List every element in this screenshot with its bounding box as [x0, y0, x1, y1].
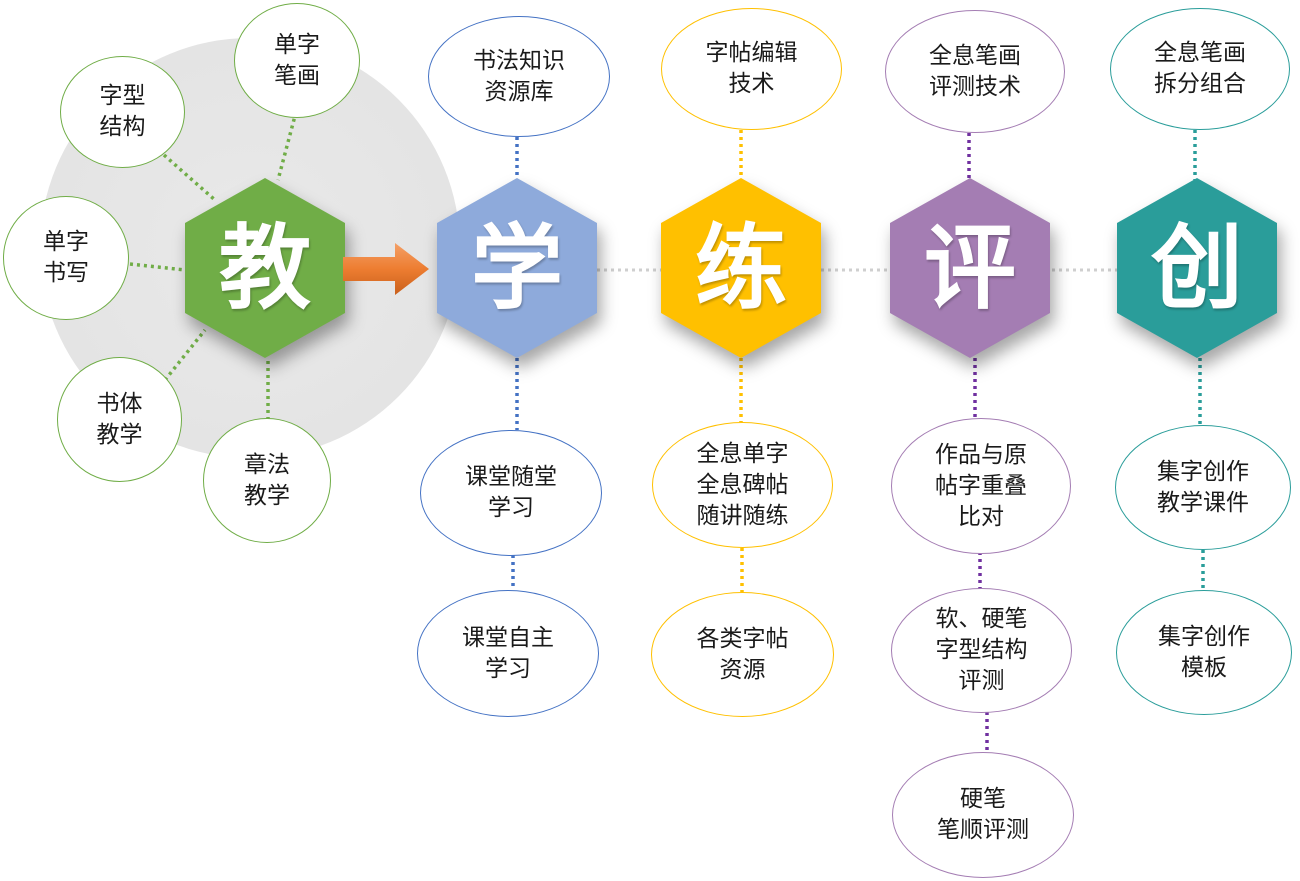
bubble-text: 书体 教学: [96, 390, 143, 448]
bubble-text: 硬笔 笔顺评测: [937, 786, 1029, 843]
hex-chuang: 创: [1117, 178, 1277, 358]
bubble-text: 作品与原 帖字重叠 比对: [935, 441, 1027, 530]
xue-links: [511, 137, 519, 590]
bubble-jizi-moban: 集字创作 模板: [1116, 590, 1292, 715]
bubble-text: 字型 结构: [99, 83, 146, 140]
bubble-text: 单字 书写: [43, 229, 89, 286]
hex-lian-label: 练: [694, 214, 787, 322]
bubble-zhangfa-jiaoxue: 章法 教学: [203, 418, 331, 543]
bubble-gelei-zitie: 各类字帖 资源: [651, 592, 834, 717]
bubble-bishun-pingce: 硬笔 笔顺评测: [892, 752, 1074, 878]
bubble-zixing-jiegou: 字型 结构: [60, 56, 185, 168]
bubble-zuopin-bidui: 作品与原 帖字重叠 比对: [891, 418, 1071, 554]
hex-ping: 评: [890, 178, 1050, 358]
bubble-text: 书法知识 资源库: [473, 47, 565, 105]
bubble-text: 字帖编辑 技术: [705, 40, 798, 97]
arrow-right-icon: [343, 243, 429, 295]
bubble-text: 全息单字 全息碑帖 随讲随练: [696, 440, 789, 529]
bubble-quanxi-chaifen: 全息笔画 拆分组合: [1110, 8, 1290, 130]
hex-ping-label: 评: [923, 214, 1016, 322]
bubble-jizi-kejian: 集字创作 教学课件: [1115, 425, 1291, 550]
bubble-shufa-zhishi: 书法知识 资源库: [428, 16, 610, 137]
hex-ping-shape: 评: [890, 178, 1050, 358]
chuang-links: [1193, 130, 1205, 590]
hex-xue-label: 学: [470, 214, 563, 322]
hex-jiao: 教: [185, 178, 345, 358]
bubble-text: 软、硬笔 字型结构 评测: [935, 606, 1028, 694]
teach-spokes: [129, 111, 298, 420]
hex-jiao-label: 教: [218, 214, 311, 322]
bubble-text: 全息笔画 拆分组合: [1154, 40, 1246, 97]
bubble-text: 课堂随堂 学习: [465, 464, 557, 521]
bubble-ruanying-pingce: 软、硬笔 字型结构 评测: [891, 588, 1072, 713]
bubble-ketang-zizhu: 课堂自主 学习: [417, 590, 599, 717]
bubble-text: 单字 笔画: [274, 31, 320, 89]
lian-links: [739, 130, 744, 592]
bubble-quanxi-danzi: 全息单字 全息碑帖 随讲随练: [652, 422, 833, 548]
hex-lian-shape: 练: [661, 178, 821, 358]
bubble-text: 集字创作 模板: [1158, 623, 1250, 681]
bubble-shuti-jiaoxue: 书体 教学: [57, 357, 182, 482]
hex-xue: 学: [437, 178, 597, 358]
bubble-danzi-shuxie: 单字 书写: [3, 196, 129, 320]
hex-jiao-shape: 教: [185, 178, 345, 358]
hex-chuang-label: 创: [1150, 214, 1243, 322]
bubble-danzi-bihua: 单字 笔画: [234, 3, 360, 118]
hex-chuang-shape: 创: [1117, 178, 1277, 358]
bubble-quanxi-pingce: 全息笔画 评测技术: [885, 10, 1065, 133]
bubble-text: 课堂自主 学习: [462, 624, 554, 682]
hex-xue-shape: 学: [437, 178, 597, 358]
bubble-text: 全息笔画 评测技术: [929, 42, 1021, 100]
bubble-text: 各类字帖 资源: [696, 625, 789, 683]
bubble-ketang-suitang: 课堂随堂 学习: [420, 430, 602, 556]
bubble-zitie-bianji: 字帖编辑 技术: [661, 8, 842, 130]
bubble-text: 集字创作 教学课件: [1157, 458, 1249, 516]
hex-lian: 练: [661, 178, 821, 358]
bubble-text: 章法 教学: [244, 451, 290, 509]
ping-links: [967, 133, 989, 752]
